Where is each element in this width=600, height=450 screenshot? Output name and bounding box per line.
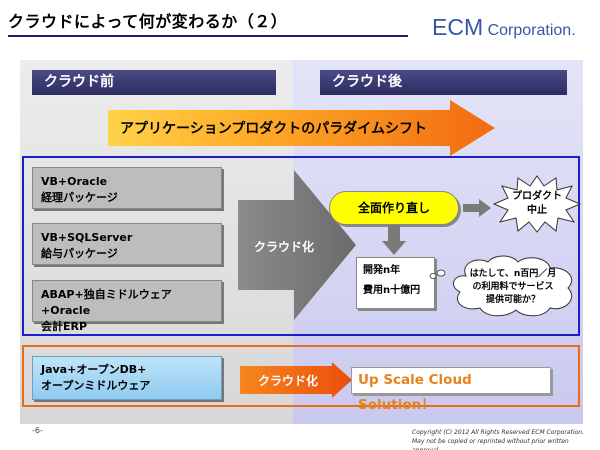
- system-box-payroll: VB+SQLServer 給与パッケージ: [32, 223, 222, 265]
- down-arrow-icon: [382, 225, 406, 255]
- question-cloud: [452, 255, 573, 317]
- system-name: 経理パッケージ: [41, 191, 118, 204]
- logo-letter-m: M: [463, 14, 484, 40]
- right-arrow-icon: [463, 199, 491, 217]
- java-line2: オープンミドルウェア: [41, 379, 151, 392]
- cloudify-label-2: クラウド化: [257, 374, 318, 388]
- open-stack-frame: [22, 345, 580, 407]
- thought-bubbles-icon: [429, 269, 446, 279]
- paradigm-shift-arrow: [108, 100, 495, 156]
- legacy-systems-frame: [22, 156, 580, 336]
- dev-years: 開発n年: [363, 265, 401, 276]
- upscale-cloud-solution: Up Scale Cloud Solution！: [351, 367, 551, 413]
- question-line1: はたして、n百円／月: [469, 269, 557, 279]
- cloudify-arrow: [238, 170, 356, 320]
- product-stop-text: プロダクト 中止: [500, 190, 574, 218]
- java-open-stack-box: Java+オープンDB+ オープンミドルウェア: [32, 356, 222, 400]
- logo-corporation: Corporation.: [483, 22, 576, 39]
- question-line3: 提供可能か？: [485, 295, 540, 305]
- java-line1: Java+オープンDB+: [41, 363, 147, 376]
- page-number: -6-: [32, 426, 43, 435]
- full-rebuild-oval: 全面作り直し: [329, 191, 459, 225]
- system-tech: VB+SQLServer: [41, 231, 133, 244]
- company-logo: ECM Corporation.: [432, 14, 576, 41]
- logo-letter-c: C: [447, 14, 464, 40]
- dev-cost: 費用n十億円: [363, 285, 421, 296]
- system-tech: VB+Oracle: [41, 175, 108, 188]
- copyright-line1: Copyright (C) 2012 All Rights Reserved E…: [412, 429, 584, 436]
- cloudify-arrow-orange: [240, 362, 352, 398]
- product-stop-line1: プロダクト: [512, 191, 562, 202]
- question-line2: の利用料でサービス: [472, 282, 554, 292]
- copyright-line2: May not be copied or reprinted without p…: [412, 438, 569, 450]
- after-cloud-heading: クラウド後: [320, 70, 567, 95]
- slide-title: クラウドによって何が変わるか（２）: [8, 12, 288, 31]
- title-underline: [8, 35, 408, 37]
- product-stop-burst: [492, 175, 582, 233]
- before-cloud-heading: クラウド前: [32, 70, 276, 95]
- cloudify-label: クラウド化: [253, 240, 314, 254]
- system-box-accounting: VB+Oracle 経理パッケージ: [32, 167, 222, 209]
- product-stop-line2: 中止: [527, 205, 547, 216]
- system-box-erp: ABAP+独自ミドルウェア+Oracle 会計ERP: [32, 280, 222, 333]
- system-tech: ABAP+独自ミドルウェア+Oracle: [41, 288, 172, 317]
- dev-cost-box: 開発n年 費用n十億円: [356, 257, 435, 309]
- copyright-notice: Copyright (C) 2012 All Rights Reserved E…: [412, 428, 592, 450]
- logo-letter-e: E: [432, 14, 448, 40]
- system-name: 給与パッケージ: [41, 247, 118, 260]
- question-cloud-text: はたして、n百円／月 の利用料でサービス 提供可能か？: [455, 268, 571, 307]
- paradigm-shift-label: アプリケーションプロダクトのパラダイムシフト: [120, 121, 428, 137]
- system-name: 会計ERP: [41, 320, 88, 333]
